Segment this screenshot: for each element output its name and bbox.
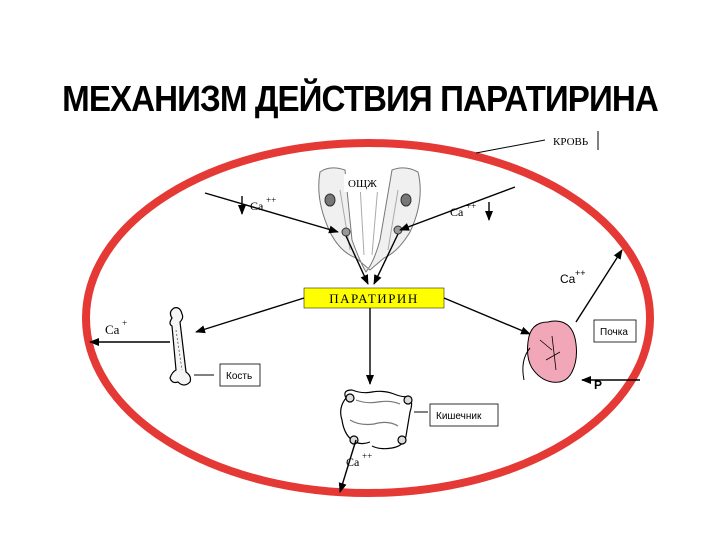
arrow-kidney-to-blood [575, 249, 623, 323]
ca-intestine-label: Ca [346, 455, 360, 469]
ca-bone-label: Ca [105, 322, 120, 337]
arrow-gland-right-to-parathyrin [373, 233, 399, 285]
kidney-illustration [522, 320, 577, 383]
thyroid-label: ОЩЖ [348, 178, 377, 190]
arrow-intestine-to-blood [338, 439, 357, 493]
arrow-parathyrin-to-kidney [443, 297, 531, 335]
arrow-blood-to-thyroid-left [204, 192, 339, 234]
ca-thyroid-right-label: Ca [450, 205, 464, 219]
bone-illustration [169, 307, 192, 386]
ca-thyroid-left-sup: ++ [266, 195, 276, 205]
blood-ellipse [82, 139, 654, 497]
arrow-parathyrin-to-bone [195, 297, 305, 334]
parathyrin-label: ПАРАТИРИН [329, 291, 418, 306]
kidney-label: Почка [600, 327, 628, 338]
bone-label-box [219, 363, 261, 387]
arrow-gland-left-to-parathyrin [345, 235, 369, 285]
phosphate-label: P [594, 378, 602, 392]
kidney-label-box [593, 319, 637, 343]
ca-intestine-sup: ++ [362, 451, 372, 461]
ca-thyroid-left-label: Ca [250, 199, 264, 213]
arrow-blood-to-thyroid-right [399, 186, 516, 231]
ca-kidney-sup: ++ [575, 268, 586, 278]
bone-label: Кость [226, 371, 252, 382]
thyroid-label-bg [344, 174, 382, 192]
ca-thyroid-right-sup: ++ [466, 201, 476, 211]
slide-title: МЕХАНИЗМ ДЕЙСТВИЯ ПАРАТИРИНА [62, 78, 659, 119]
blood-label: КРОВЬ [553, 136, 588, 148]
ca-bone-sup: + [122, 318, 127, 328]
intestine-label-box [429, 403, 499, 427]
ca-kidney-label: Ca [560, 272, 576, 286]
intestine-label: Кишечник [436, 411, 482, 422]
intestine-illustration [340, 389, 413, 450]
blood-pointer-line [475, 139, 546, 154]
